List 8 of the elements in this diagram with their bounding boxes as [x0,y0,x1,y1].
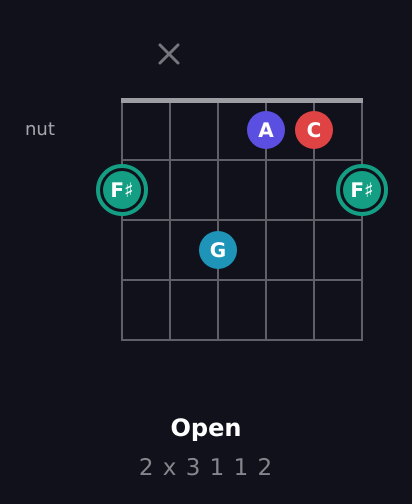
note-marker: F♯ [96,164,148,216]
note-marker: G [199,231,237,269]
note-marker: C [295,111,333,149]
chord-title: Open [170,413,242,443]
nut-label: nut [25,119,55,141]
fingering-label: 2 x 3 1 1 2 [138,454,274,482]
note-marker: A [247,111,285,149]
note-marker: F♯ [336,164,388,216]
